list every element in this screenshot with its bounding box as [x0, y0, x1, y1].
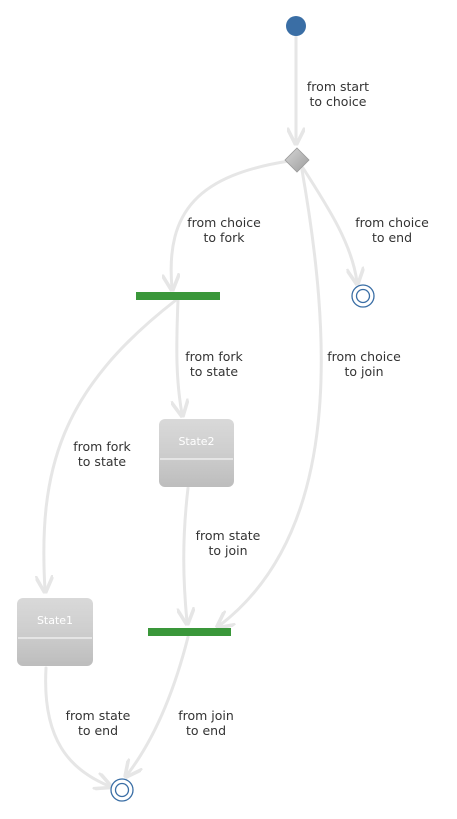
label-start-to-choice: from start to choice [307, 79, 369, 109]
svg-text:to state: to state [78, 454, 126, 469]
edge-state1-to-end [44, 666, 109, 786]
svg-text:to fork: to fork [204, 230, 246, 245]
label-join-to-end: from join to end [178, 708, 234, 738]
svg-text:to end: to end [186, 723, 226, 738]
state2-label: State2 [178, 435, 214, 448]
label-choice-to-join: from choice to join [327, 349, 401, 379]
svg-text:from fork: from fork [185, 349, 243, 364]
svg-text:from fork: from fork [73, 439, 131, 454]
svg-text:from choice: from choice [327, 349, 401, 364]
svg-text:to join: to join [208, 543, 247, 558]
label-fork-to-state1: from fork to state [73, 439, 131, 469]
edge-join-to-end [127, 635, 190, 775]
svg-text:from choice: from choice [187, 215, 261, 230]
svg-text:from join: from join [178, 708, 234, 723]
svg-text:to end: to end [78, 723, 118, 738]
svg-text:to join: to join [344, 364, 383, 379]
svg-text:from state: from state [196, 528, 261, 543]
svg-text:from start: from start [307, 79, 369, 94]
edge-choice-to-fork [171, 159, 291, 288]
label-choice-to-end: from choice to end [355, 215, 429, 245]
initial-state-node[interactable] [286, 16, 306, 36]
svg-text:from state: from state [66, 708, 131, 723]
fork-bar[interactable] [136, 292, 220, 300]
label-state2-to-join: from state to join [196, 528, 261, 558]
edge-fork-to-state2 [177, 298, 182, 414]
choice-node[interactable] [284, 147, 310, 173]
svg-text:to choice: to choice [309, 94, 366, 109]
final-state-node-right[interactable] [351, 284, 375, 308]
state1-node[interactable]: State1 [17, 598, 93, 666]
label-state1-to-end: from state to end [66, 708, 131, 738]
join-bar[interactable] [148, 628, 231, 636]
edge-state2-to-join [184, 486, 188, 622]
svg-text:to end: to end [372, 230, 412, 245]
state2-node[interactable]: State2 [159, 419, 234, 487]
edge-choice-to-join [219, 168, 323, 626]
final-state-node-bottom[interactable] [110, 778, 134, 802]
label-choice-to-fork: from choice to fork [187, 215, 261, 245]
state1-label: State1 [37, 614, 73, 627]
svg-text:to state: to state [190, 364, 238, 379]
edge-fork-to-state1 [44, 298, 178, 590]
edge-choice-to-end [301, 166, 357, 282]
label-fork-to-state2: from fork to state [185, 349, 243, 379]
svg-text:from choice: from choice [355, 215, 429, 230]
